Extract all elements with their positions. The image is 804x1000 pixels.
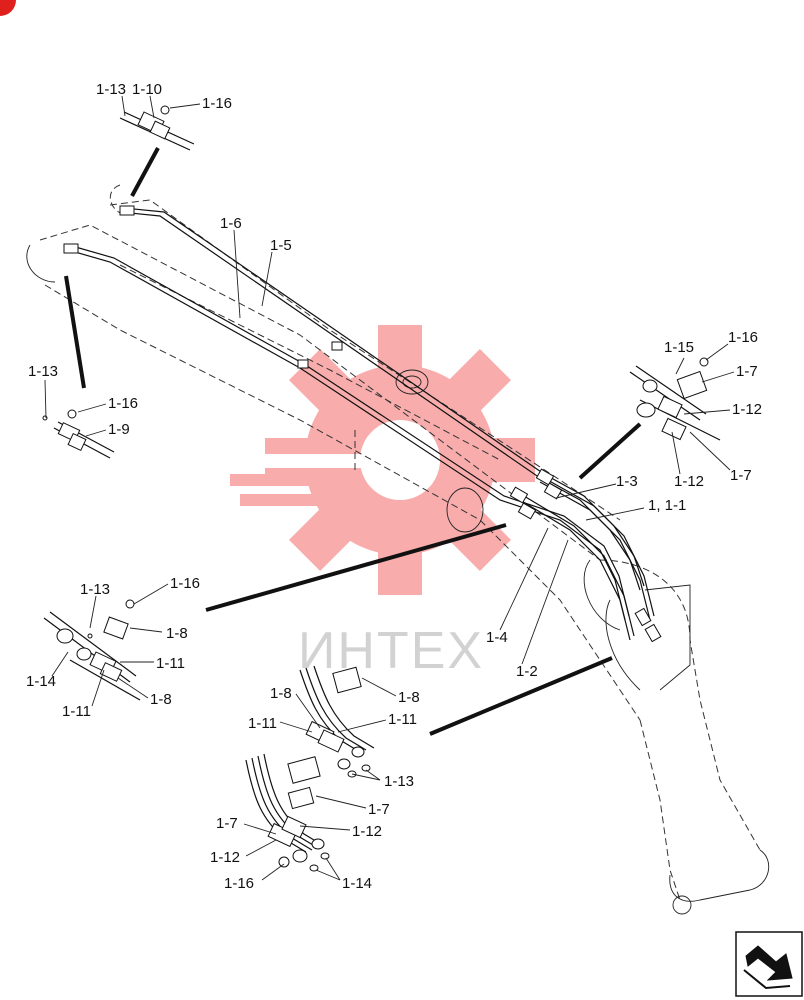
detail-lower-clamps [245, 665, 375, 872]
callout-low-1-13: 1-13 [384, 773, 414, 790]
callout-low-1-8b: 1-8 [398, 689, 420, 706]
callout-mid-1-8a: 1-8 [166, 625, 188, 642]
callout-leaders [44, 95, 735, 881]
callout-low-1-7a: 1-7 [368, 801, 390, 818]
callout-right-1-7b: 1-7 [730, 467, 752, 484]
callout-right-1-15: 1-15 [664, 339, 694, 356]
callout-left-1-16: 1-16 [108, 395, 138, 412]
callout-low-1-12a: 1-12 [352, 823, 382, 840]
callout-low-1-14: 1-14 [342, 875, 372, 892]
next-page-arrow-icon[interactable] [735, 931, 803, 997]
callout-right-1-7a: 1-7 [736, 363, 758, 380]
callout-mid-1-11b: 1-11 [62, 703, 91, 720]
callout-main-1-6: 1-6 [220, 215, 242, 232]
callout-right-1-12b: 1-12 [674, 473, 704, 490]
callout-low-1-11b: 1-11 [388, 711, 417, 728]
callout-left-1-13: 1-13 [28, 363, 58, 380]
callout-mid-1-16: 1-16 [170, 575, 200, 592]
callout-main-1-2: 1-2 [516, 663, 538, 680]
callout-mid-1-11a: 1-11 [156, 655, 185, 672]
callout-left-1-9: 1-9 [108, 421, 130, 438]
boom-outline [26, 184, 770, 915]
callout-top-1-13: 1-13 [96, 81, 126, 98]
callout-main-1-4: 1-4 [486, 629, 508, 646]
callout-top-1-16: 1-16 [202, 95, 232, 112]
callout-low-1-12b: 1-12 [210, 849, 240, 866]
callout-labels: 1-13 1-10 1-16 1-13 1-16 1-9 1-6 1-5 1-3… [26, 81, 762, 892]
corner-mark [0, 0, 16, 16]
watermark-logo [230, 325, 535, 595]
callout-main-1-3: 1-3 [616, 473, 638, 490]
callout-low-1-8a: 1-8 [270, 685, 292, 702]
callout-mid-1-13: 1-13 [80, 581, 110, 598]
detail-leaders [64, 147, 642, 736]
callout-low-1-16: 1-16 [224, 875, 254, 892]
callout-low-1-11a: 1-11 [248, 715, 277, 732]
detail-top-clamp [119, 105, 195, 151]
callout-low-1-7b: 1-7 [216, 815, 238, 832]
callout-mid-1-14: 1-14 [26, 673, 56, 690]
hydraulic-pipes [63, 205, 662, 643]
callout-main-1-5: 1-5 [270, 237, 292, 254]
callout-mid-1-8b: 1-8 [150, 691, 172, 708]
detail-left-clamp [42, 409, 115, 459]
detail-right-clamp [629, 357, 721, 441]
detail-mid-clamp [43, 599, 141, 701]
callout-right-1-16: 1-16 [728, 329, 758, 346]
callout-top-1-10: 1-10 [132, 81, 162, 98]
callout-main-1-1: 1, 1-1 [648, 497, 686, 514]
watermark-text: ИНТЕХ [298, 622, 484, 680]
callout-right-1-12a: 1-12 [732, 401, 762, 418]
